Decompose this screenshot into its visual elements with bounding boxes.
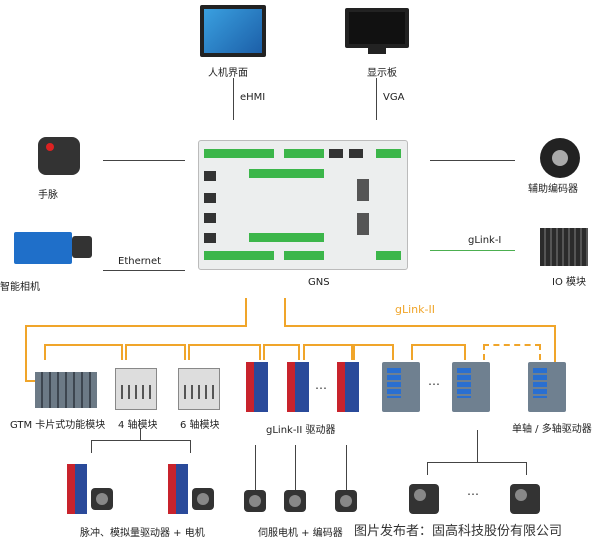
chain-link <box>353 344 394 360</box>
ellipsis: … <box>428 374 440 388</box>
ellipsis: … <box>467 484 479 498</box>
servo-line <box>255 445 256 490</box>
encoder-line <box>430 160 515 161</box>
servo-motor-image <box>510 484 540 514</box>
ehmi-label: eHMI <box>240 92 266 103</box>
servo-line <box>295 445 296 490</box>
motor-image <box>91 488 113 510</box>
chain-link <box>188 344 261 360</box>
multi-axis-drive-image <box>452 362 490 412</box>
motor-bracket <box>427 462 527 475</box>
vga-label: VGA <box>383 92 405 103</box>
camera-label: 智能相机 <box>0 282 40 293</box>
pulse-bracket <box>91 440 191 453</box>
multi-axis-drive-image <box>528 362 566 412</box>
handwheel-label: 手脉 <box>38 190 58 201</box>
vga-line <box>376 78 377 120</box>
axis4-module-image <box>115 368 157 410</box>
axis6-module-image <box>178 368 220 410</box>
bus-left-end <box>25 380 37 382</box>
watermark: 图片发布者：固高科技股份有限公司 <box>354 524 563 539</box>
chain-link <box>44 344 123 360</box>
multi-drives-label: 单轴 / 多轴驱动器 <box>512 424 592 435</box>
encoder-image <box>540 138 580 178</box>
gtm-module-image <box>35 372 97 408</box>
vga-monitor-image <box>345 8 409 48</box>
chain-link <box>125 344 186 360</box>
axis6-label: 6 轴模块 <box>180 420 220 431</box>
ethernet-line <box>103 270 185 271</box>
multi-axis-drive-image <box>382 362 420 412</box>
chain-link-dashed <box>483 344 541 360</box>
smart-camera-image <box>14 232 72 264</box>
glink-drive-image <box>287 362 309 412</box>
bus-drop-right <box>284 298 286 326</box>
pulse-label: 脉冲、模拟量驱动器 + 电机 <box>80 528 205 539</box>
monitor-stand <box>368 48 386 54</box>
pulse-drive-image <box>168 464 188 514</box>
bus-right <box>284 325 556 327</box>
encoder-label: 辅助编码器 <box>528 184 578 195</box>
servo-motor-image <box>284 490 306 512</box>
servo-motor-image <box>409 484 439 514</box>
connector-line <box>140 428 141 440</box>
servo-motor-image <box>335 490 357 512</box>
glink1-label: gLink-I <box>468 235 502 246</box>
gns-label: GNS <box>308 277 330 288</box>
pulse-drive-image <box>67 464 87 514</box>
gns-controller-image <box>198 140 408 270</box>
ethernet-label: Ethernet <box>118 256 162 267</box>
chain-link <box>263 344 300 360</box>
servo-motor-image <box>244 490 266 512</box>
hmi-label: 人机界面 <box>208 68 248 79</box>
glink1-line <box>430 250 515 251</box>
chain-link <box>303 344 353 360</box>
chain-link <box>411 344 466 360</box>
glink2-label: gLink-II <box>395 303 435 316</box>
io-module-image <box>540 228 588 266</box>
servo-line <box>346 445 347 490</box>
gtm-label: GTM 卡片式功能模块 <box>10 420 106 431</box>
connector-line <box>477 430 478 462</box>
hmi-monitor-image <box>200 5 266 57</box>
bus-right-down <box>554 325 556 363</box>
glink-drive-image <box>337 362 359 412</box>
ellipsis: … <box>315 378 327 392</box>
servo-label: 伺服电机 + 编码器 <box>258 528 343 539</box>
io-label: IO 模块 <box>552 277 586 288</box>
ehmi-line <box>233 78 234 120</box>
axis4-label: 4 轴模块 <box>118 420 158 431</box>
bus-left <box>25 325 247 327</box>
handwheel-image <box>38 137 80 175</box>
handwheel-line <box>103 160 185 161</box>
motor-image <box>192 488 214 510</box>
glink-drive-image <box>246 362 268 412</box>
bus-drop-left <box>245 298 247 326</box>
bus-left-down <box>25 325 27 382</box>
glink-drives-label: gLink-II 驱动器 <box>266 425 336 436</box>
display-label: 显示板 <box>367 68 397 79</box>
